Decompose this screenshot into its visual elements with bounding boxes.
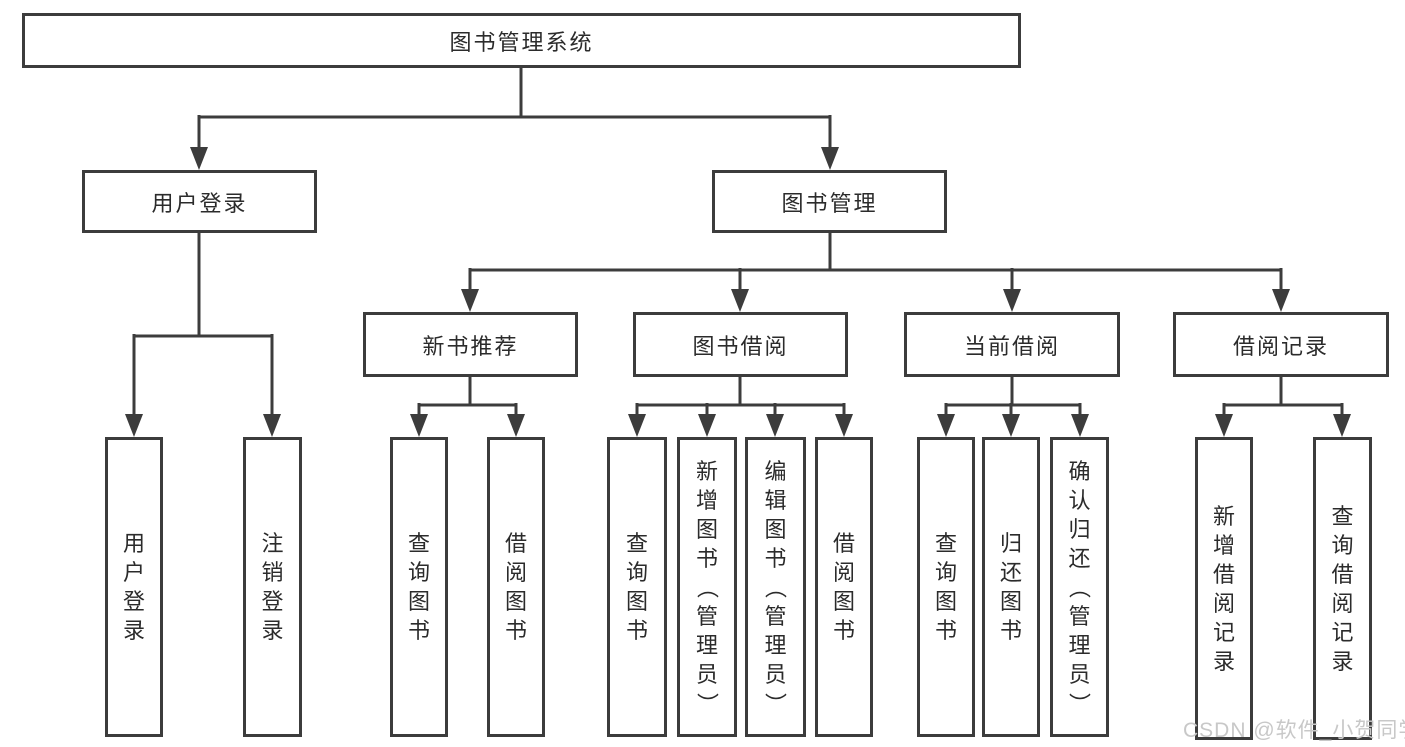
leaf-query-borrow-record-label: 查询借阅记录 xyxy=(1331,503,1354,674)
leaf-recommend-query-books: 查询图书 xyxy=(390,437,448,737)
leaf-add-book-admin: 新增图书（管理员） xyxy=(677,437,737,737)
node-book-borrow: 图书借阅 xyxy=(633,312,848,377)
leaf-current-query-books: 查询图书 xyxy=(917,437,975,737)
node-current-borrow: 当前借阅 xyxy=(904,312,1120,377)
leaf-add-borrow-record-label: 新增借阅记录 xyxy=(1212,503,1235,674)
leaf-query-borrow-record: 查询借阅记录 xyxy=(1313,437,1372,740)
node-book-borrow-label: 图书借阅 xyxy=(692,333,789,359)
node-book-management-label: 图书管理 xyxy=(781,190,878,216)
node-new-book-recommend-label: 新书推荐 xyxy=(422,333,519,359)
leaf-confirm-return-admin: 确认归还（管理员） xyxy=(1050,437,1109,737)
leaf-recommend-borrow-books-label: 借阅图书 xyxy=(504,531,527,643)
leaf-logout-label: 注销登录 xyxy=(261,531,284,643)
leaf-edit-book-admin: 编辑图书（管理员） xyxy=(745,437,806,737)
arrowhead-icons xyxy=(125,147,1351,437)
node-user-login: 用户登录 xyxy=(82,170,317,233)
leaf-user-login-label: 用户登录 xyxy=(122,531,145,643)
connector-lines xyxy=(132,68,1344,416)
node-borrow-records: 借阅记录 xyxy=(1173,312,1389,377)
leaf-borrow-book-label: 借阅图书 xyxy=(832,531,855,643)
leaf-current-query-books-label: 查询图书 xyxy=(934,531,957,643)
leaf-add-book-admin-label: 新增图书（管理员） xyxy=(694,458,720,715)
leaf-recommend-borrow-books: 借阅图书 xyxy=(487,437,545,737)
node-new-book-recommend: 新书推荐 xyxy=(363,312,578,377)
leaf-logout: 注销登录 xyxy=(243,437,302,737)
node-root: 图书管理系统 xyxy=(22,13,1021,68)
leaf-borrow-book: 借阅图书 xyxy=(815,437,873,737)
leaf-borrow-query-books-label: 查询图书 xyxy=(625,531,648,643)
leaf-add-borrow-record: 新增借阅记录 xyxy=(1195,437,1253,740)
leaf-user-login: 用户登录 xyxy=(105,437,163,737)
node-root-label: 图书管理系统 xyxy=(449,29,594,55)
leaf-borrow-query-books: 查询图书 xyxy=(607,437,667,737)
node-borrow-records-label: 借阅记录 xyxy=(1232,333,1329,359)
node-book-management: 图书管理 xyxy=(712,170,947,233)
leaf-confirm-return-admin-label: 确认归还（管理员） xyxy=(1066,458,1092,715)
watermark: CSDN @软件_小贺同学 xyxy=(1183,719,1405,742)
leaf-return-book: 归还图书 xyxy=(982,437,1040,737)
node-current-borrow-label: 当前借阅 xyxy=(963,333,1060,359)
node-user-login-label: 用户登录 xyxy=(151,190,248,216)
leaf-recommend-query-books-label: 查询图书 xyxy=(407,531,430,643)
leaf-return-book-label: 归还图书 xyxy=(999,531,1022,643)
leaf-edit-book-admin-label: 编辑图书（管理员） xyxy=(762,458,788,715)
